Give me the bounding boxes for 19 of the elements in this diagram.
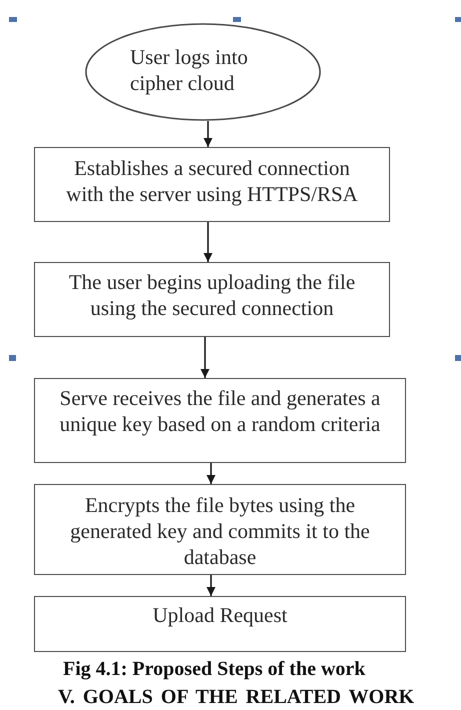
section-heading: V. GOALS OF THE RELATED WORK xyxy=(58,686,414,708)
figure-caption: Fig 4.1: Proposed Steps of the work xyxy=(63,657,366,681)
step-text: The user begins uploading the file using the secured connection xyxy=(68,269,356,321)
process-box xyxy=(34,262,390,337)
step-text: Establishes a secured connection with the server using HTTPS/RSA xyxy=(65,155,359,207)
arrow xyxy=(200,337,210,378)
step-text: User logs into cipher cloud xyxy=(130,44,249,96)
arrow xyxy=(204,222,212,262)
step-text: Encrypts the file bytes using the generated key and commits it to the database xyxy=(69,492,371,570)
arrow xyxy=(206,463,216,484)
process-box xyxy=(34,378,406,463)
process-box xyxy=(34,147,390,222)
process-box xyxy=(34,484,406,575)
arrow xyxy=(204,121,212,147)
arrow xyxy=(206,575,216,596)
step-text: Upload Request xyxy=(152,602,288,628)
process-box xyxy=(34,596,406,652)
step-text: Serve receives the file and generates a unique key based on a random criteria xyxy=(58,385,382,437)
terminal-oval xyxy=(85,23,321,121)
